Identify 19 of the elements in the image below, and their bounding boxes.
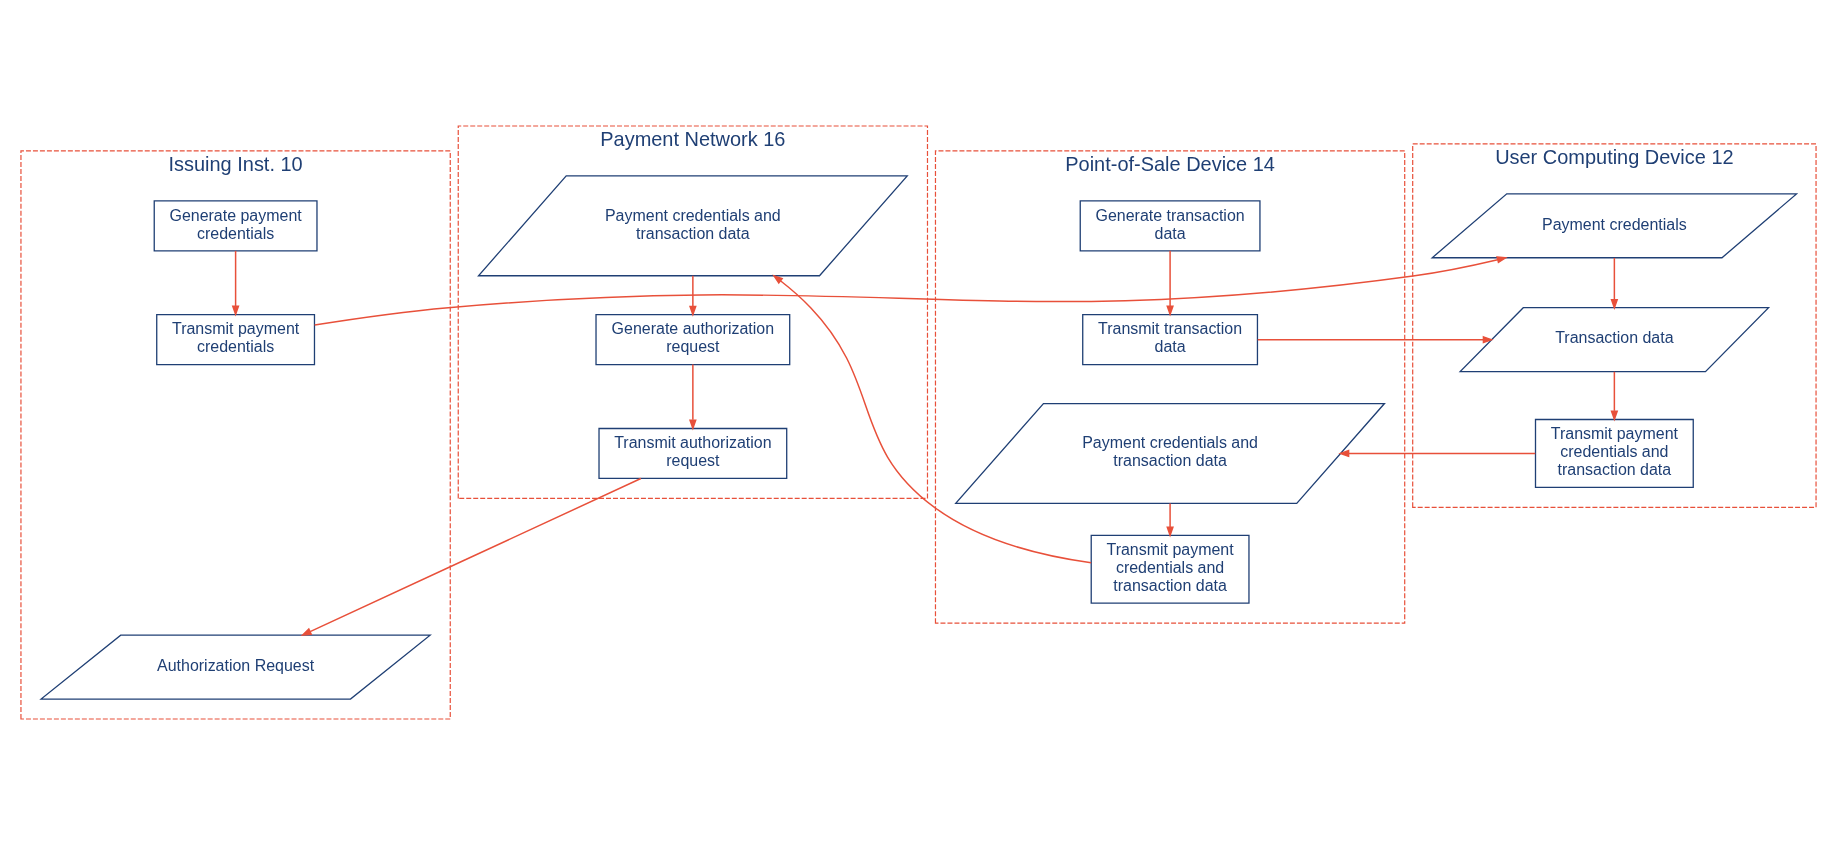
node-box: Transmit payment credentials	[156, 313, 316, 365]
arrow	[1610, 370, 1619, 421]
arrow	[689, 363, 697, 430]
arrow	[1166, 502, 1174, 537]
node-box: Transmit authorization request	[598, 427, 788, 479]
node-box: Generate authorization request	[595, 313, 791, 365]
node-box: Transmit payment credentials and transaction data	[1090, 534, 1250, 604]
arrow	[1257, 335, 1494, 343]
arrow	[1338, 449, 1536, 457]
arrow	[1166, 249, 1174, 317]
arrow	[231, 249, 240, 317]
node-box: Transmit transaction data	[1082, 313, 1259, 365]
arrow	[689, 274, 697, 317]
arrow	[1610, 256, 1619, 310]
node-box: Generate payment credentials	[153, 199, 318, 251]
arrow	[772, 274, 1092, 563]
arrow	[313, 255, 1508, 326]
node-box: Generate transaction data	[1079, 199, 1261, 251]
node-box: Transmit payment credentials and transaction data	[1534, 418, 1694, 488]
